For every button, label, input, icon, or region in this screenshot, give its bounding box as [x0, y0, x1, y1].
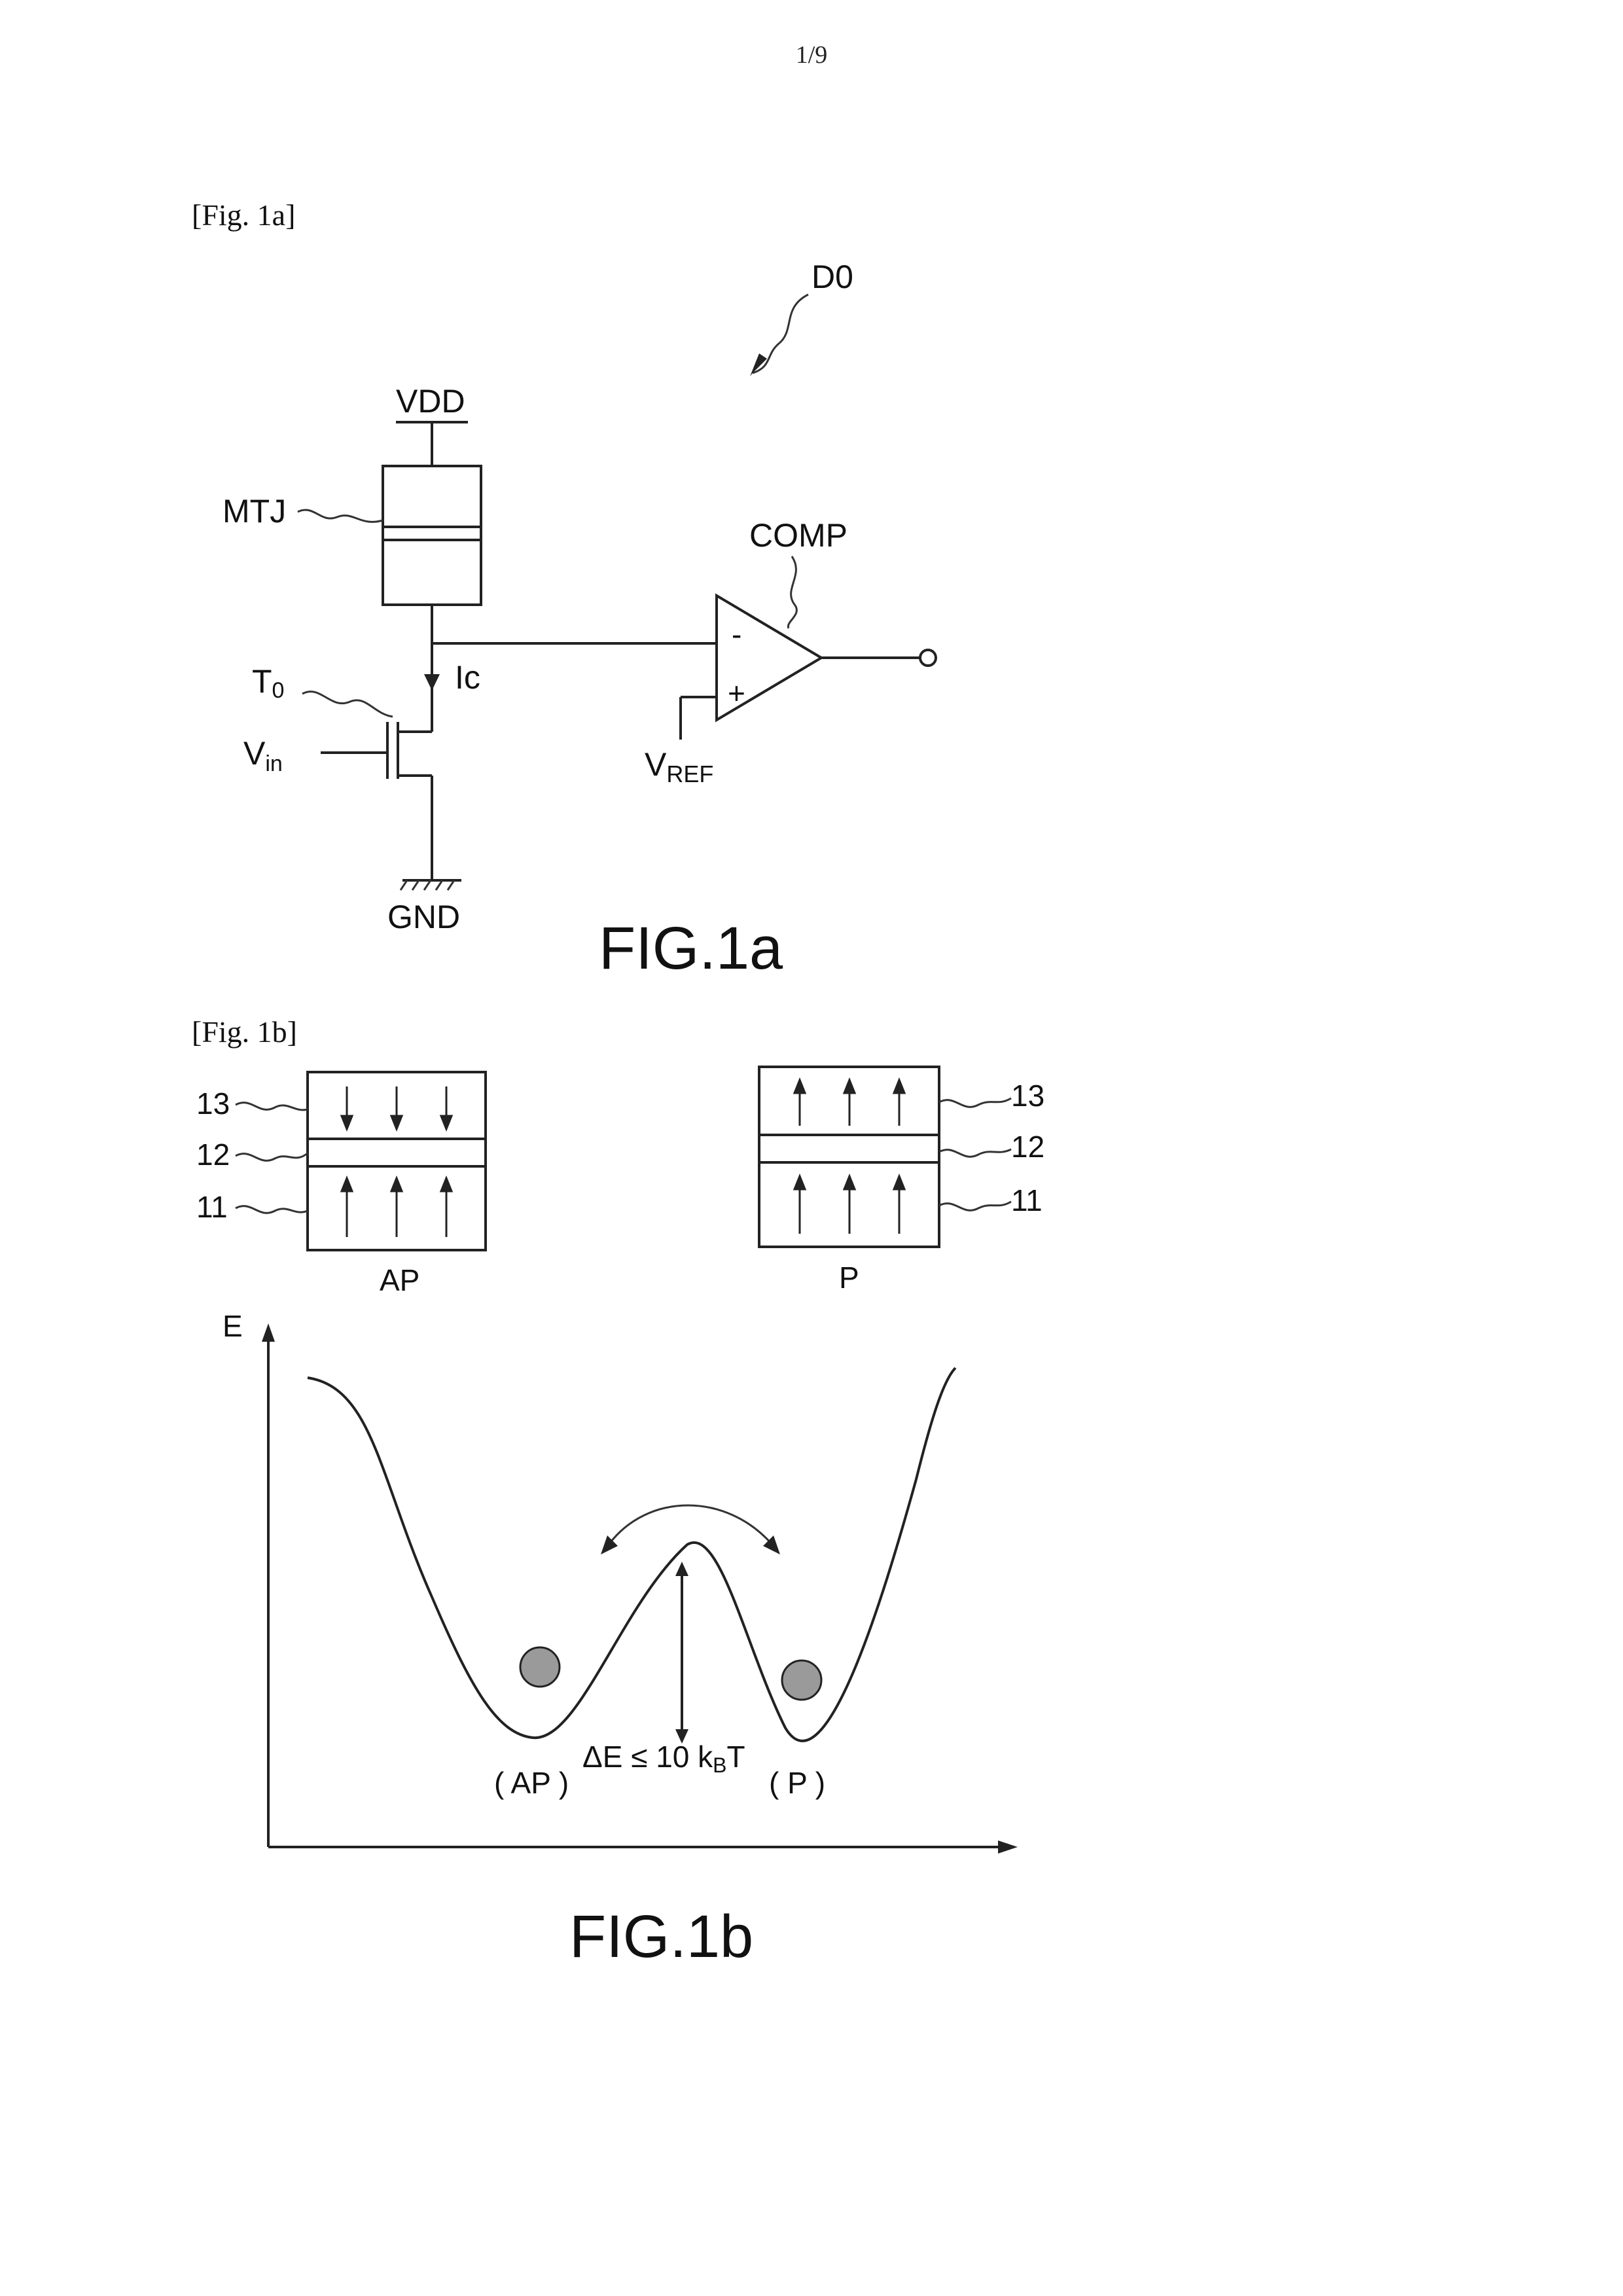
ic-label: Ic — [455, 659, 480, 696]
comp-minus-sign: - — [732, 617, 741, 651]
gnd-hatch — [401, 880, 454, 890]
ap-state-ball — [520, 1647, 560, 1687]
p-free-layer-arrows — [794, 1080, 904, 1126]
ap-layer-11-label: 11 — [196, 1190, 228, 1224]
ap-fixed-layer-arrows — [342, 1178, 452, 1237]
p-well-label: ( P ) — [769, 1766, 825, 1800]
p-state-ball — [782, 1660, 821, 1700]
switching-arc — [609, 1505, 772, 1545]
ap-layer-12-label: 12 — [196, 1138, 230, 1172]
ic-current-arrow-icon — [424, 674, 440, 691]
barrier-label: ΔE ≤ 10 kBT — [582, 1740, 745, 1777]
p-layer-12-label: 12 — [1011, 1130, 1044, 1164]
t0-label: T0 — [252, 663, 284, 703]
ap-state-label: AP — [380, 1263, 419, 1297]
p-layer-13-label: 13 — [1011, 1079, 1044, 1113]
ap-leader-11 — [236, 1206, 308, 1213]
barrier-arrow-up-icon — [675, 1562, 688, 1576]
output-terminal — [920, 650, 936, 666]
ap-leader-13 — [236, 1103, 308, 1110]
ap-leader-12 — [236, 1153, 308, 1160]
switching-arrow-left-icon — [601, 1535, 618, 1554]
vdd-label: VDD — [396, 383, 465, 420]
energy-axis-arrow-icon — [262, 1323, 275, 1342]
vin-label: Vin — [243, 735, 283, 776]
energy-curve — [308, 1368, 955, 1741]
fig-1b-diagram: 13 12 11 AP 13 12 11 P E — [0, 1021, 1623, 2003]
p-fixed-layer-arrows — [794, 1176, 904, 1234]
comp-leader — [788, 556, 796, 628]
ap-free-layer-arrows — [342, 1086, 452, 1129]
vref-label: VREF — [645, 746, 713, 787]
p-state-label: P — [839, 1261, 859, 1295]
fig-1b-title: FIG.1b — [569, 1903, 753, 1970]
t0-leader — [302, 692, 393, 717]
ap-well-label: ( AP ) — [494, 1766, 569, 1800]
device-d0-label: D0 — [812, 259, 853, 295]
p-leader-13 — [939, 1098, 1011, 1107]
p-layer-11-label: 11 — [1011, 1183, 1043, 1217]
gnd-label: GND — [387, 899, 460, 935]
state-axis-arrow-icon — [998, 1840, 1018, 1854]
energy-axis-label: E — [223, 1309, 243, 1343]
fig-1a-title: FIG.1a — [599, 915, 783, 982]
mtj-label: MTJ — [223, 493, 286, 529]
mtj-leader — [298, 510, 383, 522]
p-leader-12 — [939, 1149, 1011, 1157]
p-leader-11 — [939, 1202, 1011, 1210]
mtj-stack — [383, 466, 481, 605]
comp-label: COMP — [749, 517, 847, 554]
comp-plus-sign: + — [728, 676, 745, 710]
ap-layer-13-label: 13 — [196, 1086, 230, 1121]
fig-1a-circuit: D0 VDD MTJ Ic T0 Vin — [0, 0, 1623, 1021]
